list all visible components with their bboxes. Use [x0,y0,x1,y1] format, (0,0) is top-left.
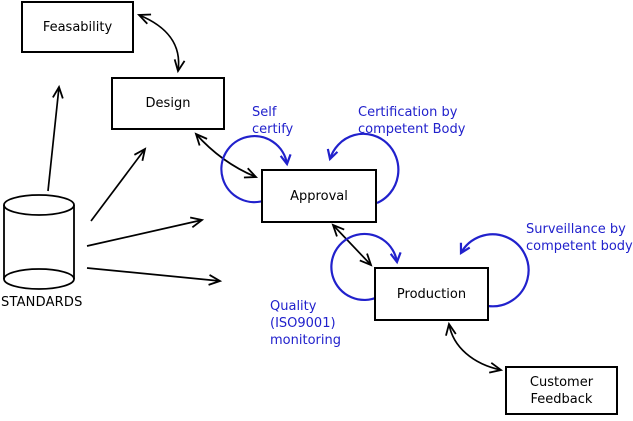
node-design-label: Design [145,96,191,111]
loop-quality-monitoring [330,232,402,302]
loop-certification [326,132,400,205]
annotation-surveillance-line1: Surveillance by [526,222,626,237]
node-production-label: Production [396,286,467,302]
standards-label: STANDARDS [1,295,83,310]
node-approval: Approval [261,169,377,223]
annotation-surveillance-line2: competent body [526,239,633,254]
edge-standards-feasability [47,84,64,192]
node-design: Design [111,77,225,130]
node-customer-feedback-line1: Customer [529,374,594,390]
annotation-surveillance: Surveillance by competent body [526,221,633,255]
node-feasability-label: Feasability [42,19,113,35]
edge-design-approval [194,132,259,179]
annotation-certification: Certification by competent Body [358,104,465,138]
annotation-quality-line1: Quality [270,299,317,314]
annotation-self-certify: Self certify [252,104,293,138]
node-production: Production [374,267,489,321]
annotation-quality-line3: monitoring [270,333,341,348]
node-approval-label: Approval [290,188,348,204]
edge-feasability-design [136,13,186,74]
node-customer-feedback-line2: Feedback [530,391,593,407]
annotation-quality-line2: (ISO9001) [270,316,336,331]
standards-cylinder [3,194,75,290]
annotation-certification-line1: Certification by [358,105,458,120]
edge-standards-design [90,147,147,222]
annotation-self-certify-line2: certify [252,122,294,137]
edge-standards-approval [86,216,205,247]
edge-approval-production [331,223,373,267]
node-feasability: Feasability [21,1,134,53]
annotation-self-certify-line1: Self [252,105,277,120]
annotation-quality-monitoring: Quality (ISO9001) monitoring [270,298,341,349]
loop-self-certify [220,135,292,204]
node-customer-feedback: Customer Feedback [505,366,618,415]
edge-standards-production [86,267,223,286]
loop-surveillance [459,233,530,308]
edge-production-feedback [445,321,504,374]
annotation-certification-line2: competent Body [358,122,466,137]
